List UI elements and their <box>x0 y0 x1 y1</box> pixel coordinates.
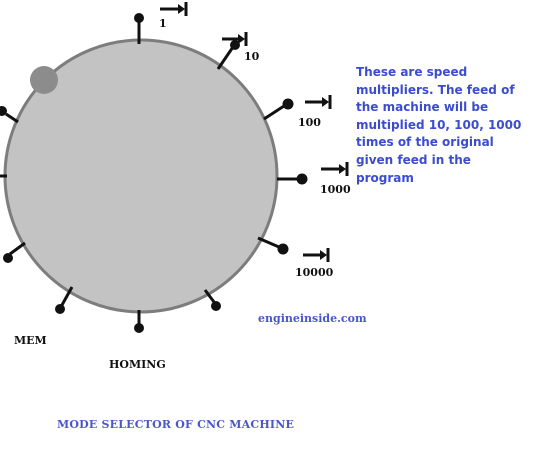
position-label-10000: 10000 <box>295 266 334 279</box>
position-label-homing: HOMING <box>109 358 166 371</box>
position-tick-10 <box>216 40 240 70</box>
selector-knob <box>30 66 58 94</box>
position-tick-1000 <box>277 173 308 185</box>
position-tick-homing <box>134 310 144 333</box>
arrow-10000 <box>303 248 330 262</box>
position-tick-1 <box>134 13 144 44</box>
position-tick-mem <box>55 286 74 314</box>
position-tick-upper-left <box>0 106 19 124</box>
arrow-100 <box>305 95 332 109</box>
speed-multiplier-note: These are speed multipliers. The feed of… <box>356 65 522 185</box>
position-tick-lower-right <box>203 289 221 311</box>
arrow-1000 <box>321 162 349 176</box>
arrow-10 <box>222 32 248 46</box>
position-tick-10000 <box>257 236 289 255</box>
site-credit: engineinside.com <box>258 312 367 325</box>
position-label-100: 100 <box>298 116 321 129</box>
position-label-1: 1 <box>159 17 167 30</box>
figure-caption: MODE SELECTOR OF CNC MACHINE <box>57 418 295 431</box>
arrow-1 <box>160 2 188 16</box>
position-tick-left <box>3 241 26 263</box>
position-label-mem: MEM <box>14 334 47 347</box>
position-tick-100 <box>263 98 294 121</box>
position-label-10: 10 <box>244 50 260 63</box>
position-label-1000: 1000 <box>320 183 351 196</box>
